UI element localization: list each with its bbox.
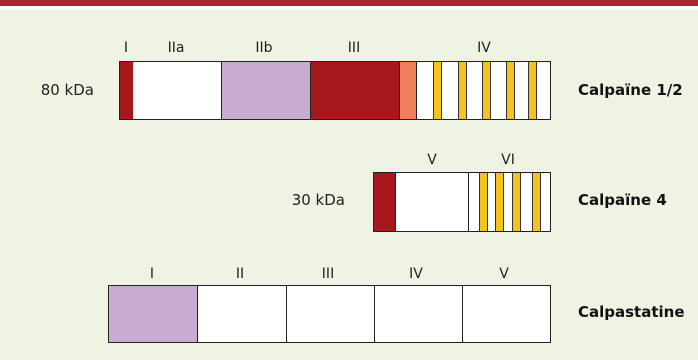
calpain4-ef-hand-2 <box>495 173 504 231</box>
calpain12-domain-label-IV: IV <box>477 40 491 56</box>
calpain12-mass-label: 80 kDa <box>40 81 94 99</box>
calpain12-ef-hand-1 <box>433 62 442 119</box>
top-rule <box>0 0 698 6</box>
calpain12-domain-IV-linker <box>399 62 417 119</box>
calpain12-ef-hand-5 <box>528 62 537 119</box>
calpastatin-domain-label-I: I <box>149 266 155 282</box>
calpain4-domain-gly-rich <box>374 173 395 231</box>
calpain4-bar <box>373 172 551 232</box>
calpain4-ef-hand-4 <box>532 173 541 231</box>
calpastatin-name: Calpastatine <box>578 303 685 321</box>
calpastatin-divider-3 <box>374 286 376 342</box>
calpain12-domain-III <box>310 62 400 119</box>
calpain4-mass-label: 30 kDa <box>291 191 345 209</box>
calpastatin-bar <box>108 285 551 343</box>
calpain12-domain-label-IIa: IIa <box>167 40 185 56</box>
calpastatin-domain-label-IV: IV <box>409 266 423 282</box>
calpain12-ef-hand-3 <box>482 62 491 119</box>
calpain4-divider-1 <box>395 173 397 231</box>
calpain12-name: Calpaïne 1/2 <box>578 81 683 99</box>
calpain4-domain-label-VI: VI <box>501 152 515 168</box>
calpain12-domain-label-IIb: IIb <box>255 40 273 56</box>
calpastatin-domain-label-II: II <box>235 266 245 282</box>
calpain12-bar <box>119 61 551 120</box>
calpain4-divider-2 <box>468 173 470 231</box>
calpain12-domain-label-III: III <box>347 40 361 56</box>
calpastatin-divider-1 <box>197 286 199 342</box>
calpain12-ef-hand-2 <box>458 62 467 119</box>
calpain12-domain-IIb <box>221 62 311 119</box>
calpain4-domain-label-V: V <box>427 152 437 168</box>
calpain12-domain-I <box>120 62 133 119</box>
calpain4-ef-hand-1 <box>479 173 488 231</box>
calpastatin-domain-L <box>109 286 197 342</box>
calpain12-ef-hand-4 <box>506 62 515 119</box>
calpastatin-domain-label-III: III <box>321 266 335 282</box>
calpain12-divider <box>416 62 418 119</box>
calpain4-ef-hand-3 <box>512 173 521 231</box>
calpastatin-domain-label-V: V <box>499 266 509 282</box>
calpain12-domain-label-I: I <box>123 40 129 56</box>
calpain4-name: Calpaïne 4 <box>578 191 667 209</box>
calpastatin-divider-4 <box>462 286 464 342</box>
calpastatin-divider-2 <box>286 286 288 342</box>
